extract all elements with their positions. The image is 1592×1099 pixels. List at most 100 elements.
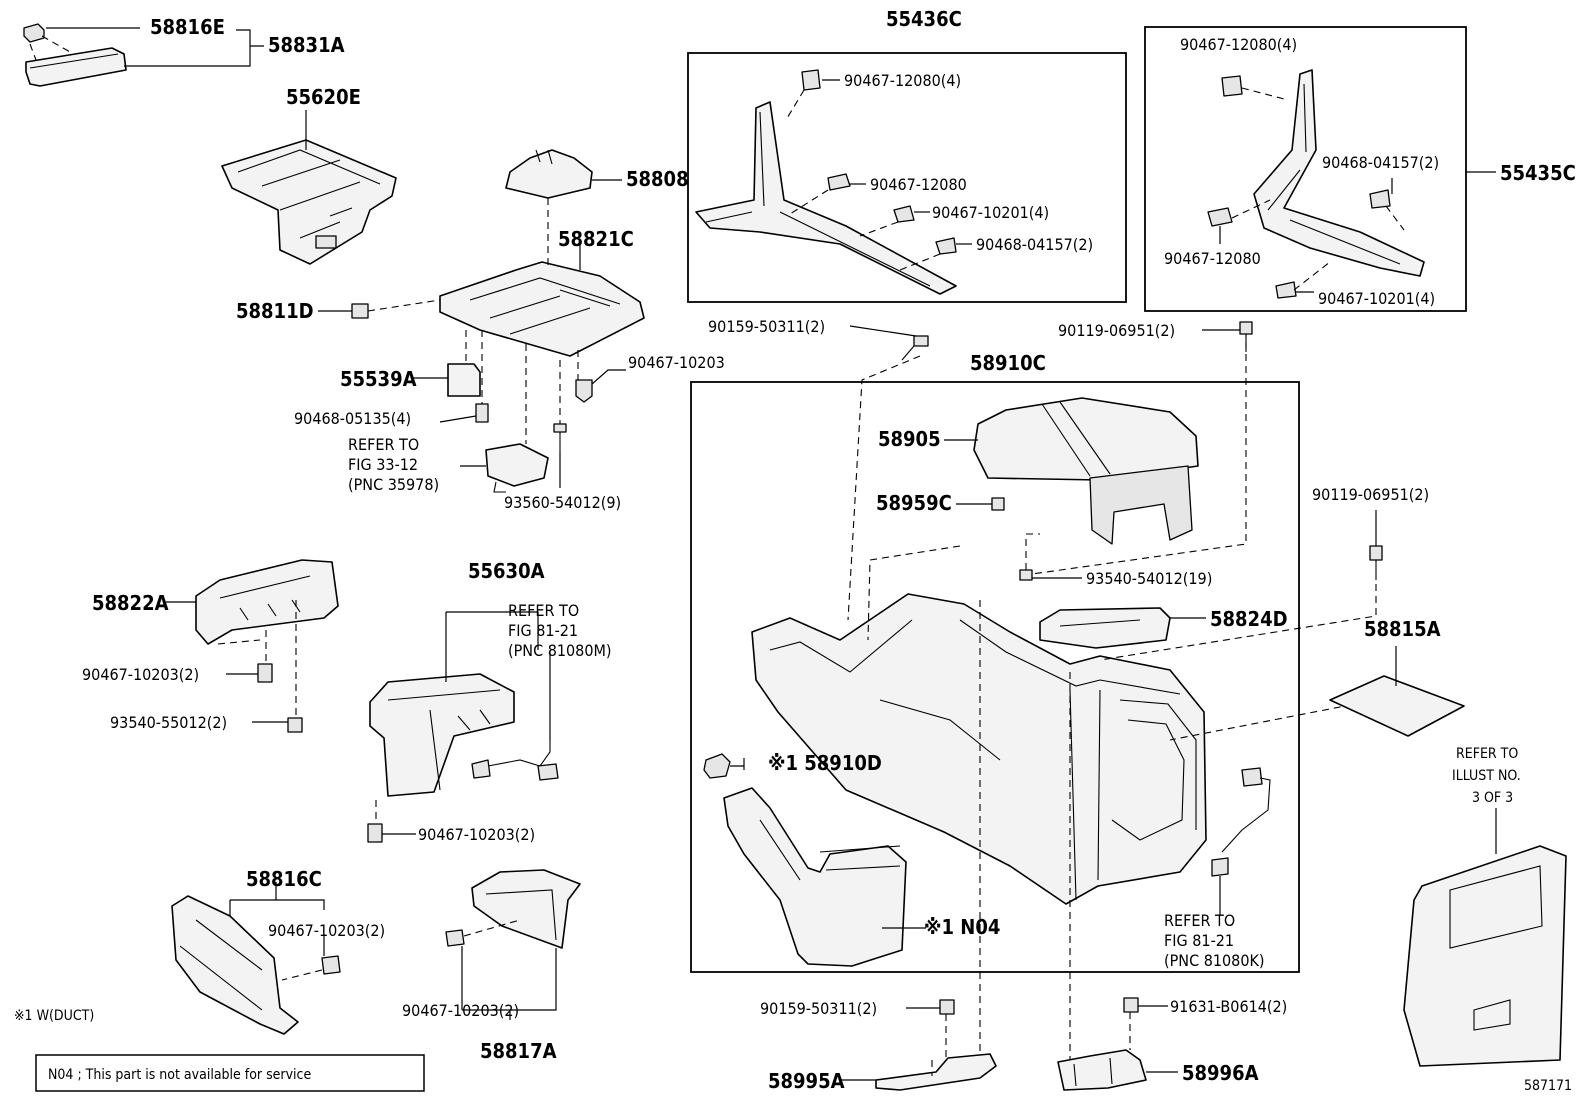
part-58824D-tray	[1039, 607, 1171, 649]
part-93540-55012-screw	[287, 717, 303, 733]
group-box-55435C	[1144, 26, 1467, 312]
label-refer-33-line1: REFER TO	[348, 435, 419, 454]
label-90467-10201-4-b: 90467-10201(4)	[1318, 289, 1435, 308]
label-90159-50311-bottom: 90159-50311(2)	[760, 999, 877, 1018]
label-58831A: 58831A	[268, 33, 345, 57]
part-93560-54012-screw	[553, 423, 567, 452]
label-58821C: 58821C	[558, 227, 634, 251]
part-90119-06951-bolt-right	[1369, 545, 1383, 580]
part-58831A-trim	[25, 47, 127, 87]
label-58817A: 58817A	[480, 1039, 557, 1063]
label-refer-81-b-line1: REFER TO	[1164, 911, 1235, 930]
label-refer-81-a-line3: (PNC 81080M)	[508, 641, 612, 660]
part-90468-04157-clip-b	[1369, 189, 1391, 209]
label-refer-81-b-line2: FIG 81-21	[1164, 931, 1234, 950]
label-refer-33-line2: FIG 33-12	[348, 455, 418, 474]
label-93540-55012: 93540-55012(2)	[110, 713, 227, 732]
part-81080K-wire	[1211, 767, 1271, 877]
part-fig33-12-connector	[485, 443, 549, 493]
label-91631-B0614: 91631-B0614(2)	[1170, 997, 1287, 1016]
part-90467-10201-clip-a	[893, 205, 915, 223]
label-55620E: 55620E	[286, 85, 361, 109]
part-90159-50311-screw-top	[901, 335, 929, 361]
label-90467-10203-2-a: 90467-10203(2)	[82, 665, 199, 684]
part-93540-54012-screw	[1019, 569, 1033, 581]
part-58816E-clip	[23, 23, 45, 43]
part-58959C-stopper	[991, 497, 1005, 511]
label-58910C: 58910C	[970, 351, 1046, 375]
label-refer-81-a-line1: REFER TO	[508, 601, 579, 620]
label-90467-10201-4-a: 90467-10201(4)	[932, 203, 1049, 222]
part-58995A-bracket	[875, 1053, 997, 1091]
part-58817A-bracket	[471, 869, 581, 949]
label-58959C: 58959C	[876, 491, 952, 515]
part-58816C-panel	[171, 895, 299, 1035]
label-90467-10203-2-d: 90467-10203(2)	[402, 1001, 519, 1020]
label-refer-illust-line3: 3 OF 3	[1472, 790, 1513, 806]
part-58808-boot	[505, 149, 593, 199]
label-refer-33-line3: (PNC 35978)	[348, 475, 439, 494]
label-90467-12080-b: 90467-12080	[1164, 249, 1261, 268]
part-90467-10203-clip-f	[445, 929, 465, 947]
part-illust-3-panel	[1403, 845, 1567, 1067]
label-90468-05135: 90468-05135(4)	[294, 409, 411, 428]
label-90468-04157-2-a: 90468-04157(2)	[976, 235, 1093, 254]
part-58910D-clip	[703, 753, 731, 779]
label-90467-10203-2-c: 90467-10203(2)	[268, 921, 385, 940]
part-91631-B0614-bolt	[1123, 997, 1139, 1013]
part-58910C-console-body	[751, 593, 1207, 905]
part-90467-10201-clip-b	[1275, 281, 1297, 299]
label-58816C: 58816C	[246, 867, 322, 891]
label-58824D: 58824D	[1210, 607, 1288, 631]
label-58822A: 58822A	[92, 591, 169, 615]
label-90119-06951-right: 90119-06951(2)	[1312, 485, 1429, 504]
label-55630A: 55630A	[468, 559, 545, 583]
label-58995A: 58995A	[768, 1069, 845, 1093]
part-58821C-bracket	[439, 261, 645, 357]
label-58996A: 58996A	[1182, 1061, 1259, 1085]
part-58905-armrest-lid	[973, 397, 1199, 545]
part-N04-duct	[723, 787, 907, 967]
label-90468-04157-2-b: 90468-04157(2)	[1322, 153, 1439, 172]
part-90467-10203-clip	[575, 379, 593, 403]
part-55630A-box	[369, 673, 515, 797]
label-90467-12080-a: 90467-12080	[870, 175, 967, 194]
label-refer-81-b-line3: (PNC 81080K)	[1164, 951, 1265, 970]
part-90468-04157-clip-a	[935, 237, 957, 255]
label-58905: 58905	[878, 427, 941, 451]
label-90467-12080-4-b: 90467-12080(4)	[1180, 35, 1297, 54]
part-90467-12080-clip-c	[1221, 75, 1243, 97]
part-90467-12080-clip-b	[827, 173, 851, 191]
group-box-55436C	[687, 52, 1127, 303]
part-90467-12080-clip-a	[801, 69, 821, 91]
part-90159-50311-screw-bottom	[939, 999, 955, 1015]
label-90467-10203-a: 90467-10203	[628, 353, 725, 372]
part-55435C-panel	[1253, 69, 1425, 277]
label-refer-illust-line1: REFER TO	[1456, 746, 1518, 762]
part-90467-12080-clip-d	[1207, 207, 1233, 227]
part-55620E-box	[221, 139, 397, 265]
part-58811D-clip	[351, 303, 369, 319]
label-93560-54012: 93560-54012(9)	[504, 493, 621, 512]
label-58910D: ※1 58910D	[768, 751, 882, 775]
group-box-58910C	[690, 381, 1300, 973]
part-90467-10203-clip-c	[257, 663, 273, 683]
part-55436C-panel	[695, 101, 957, 295]
label-55539A: 55539A	[340, 367, 417, 391]
label-90467-10203-2-b: 90467-10203(2)	[418, 825, 535, 844]
label-90159-50311-top: 90159-50311(2)	[708, 317, 825, 336]
label-58815A: 58815A	[1364, 617, 1441, 641]
label-N04: ※1 N04	[924, 915, 1000, 939]
label-55435C: 55435C	[1500, 161, 1576, 185]
part-55539A-block	[447, 363, 481, 397]
part-58822A-cover	[195, 559, 339, 645]
label-refer-illust-line2: ILLUST NO.	[1452, 768, 1521, 784]
label-footnote-symbol: ※1 W(DUCT)	[14, 1008, 94, 1024]
label-58808: 58808	[626, 167, 689, 191]
part-90119-06951-bolt-top	[1239, 321, 1253, 352]
label-58816E: 58816E	[150, 15, 225, 39]
part-90467-10203-clip-e	[321, 955, 341, 975]
label-93540-54012: 93540-54012(19)	[1086, 569, 1212, 588]
part-81080M-wire	[471, 740, 559, 781]
